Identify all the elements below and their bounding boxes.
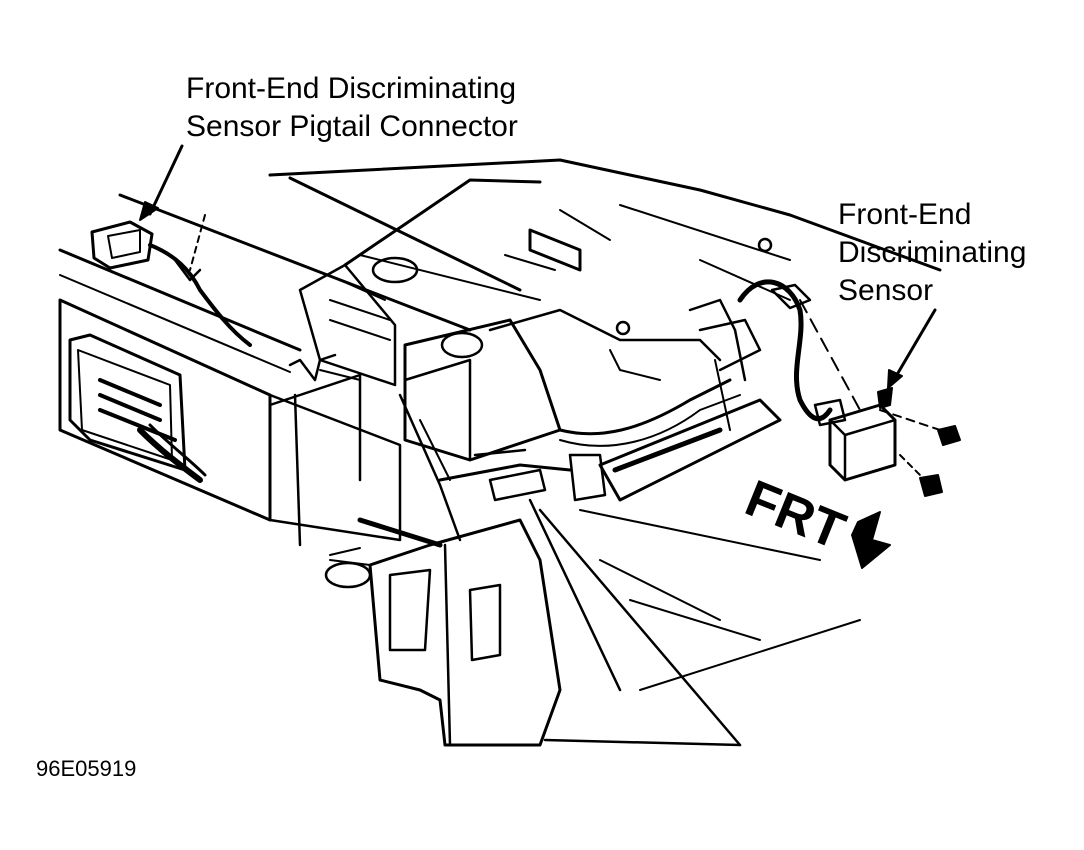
pigtail-connector-callout-line-2: Sensor Pigtail Connector bbox=[186, 110, 518, 143]
center-support bbox=[398, 308, 741, 542]
left-side-rail bbox=[58, 248, 402, 547]
sensor-callout: Front-End Discriminating Sensor bbox=[838, 196, 1026, 310]
mounting-bolt-lower bbox=[919, 474, 943, 497]
sensor-callout-line-2: Discriminating bbox=[838, 236, 1027, 269]
pigtail-connector bbox=[90, 214, 252, 347]
sensor-callout-line-1: Front-End bbox=[838, 198, 972, 231]
sensor-module bbox=[813, 387, 941, 482]
pigtail-connector-callout-line-1: Front-End Discriminating bbox=[186, 72, 517, 105]
sensor-leader-arrow bbox=[887, 308, 937, 389]
upper-body-panel bbox=[118, 158, 942, 387]
mounting-bolt-upper bbox=[937, 425, 961, 446]
lower-bracket bbox=[324, 498, 861, 747]
lower-crossbar bbox=[598, 298, 782, 502]
front-direction-arrow: FRT bbox=[738, 469, 891, 569]
figure-code: 96E05919 bbox=[36, 756, 137, 781]
sensor-callout-line-3: Sensor bbox=[838, 274, 934, 307]
sensor-harness bbox=[737, 279, 861, 422]
pigtail-connector-callout: Front-End Discriminating Sensor Pigtail … bbox=[186, 70, 518, 146]
connector-leader-arrow bbox=[139, 144, 184, 221]
